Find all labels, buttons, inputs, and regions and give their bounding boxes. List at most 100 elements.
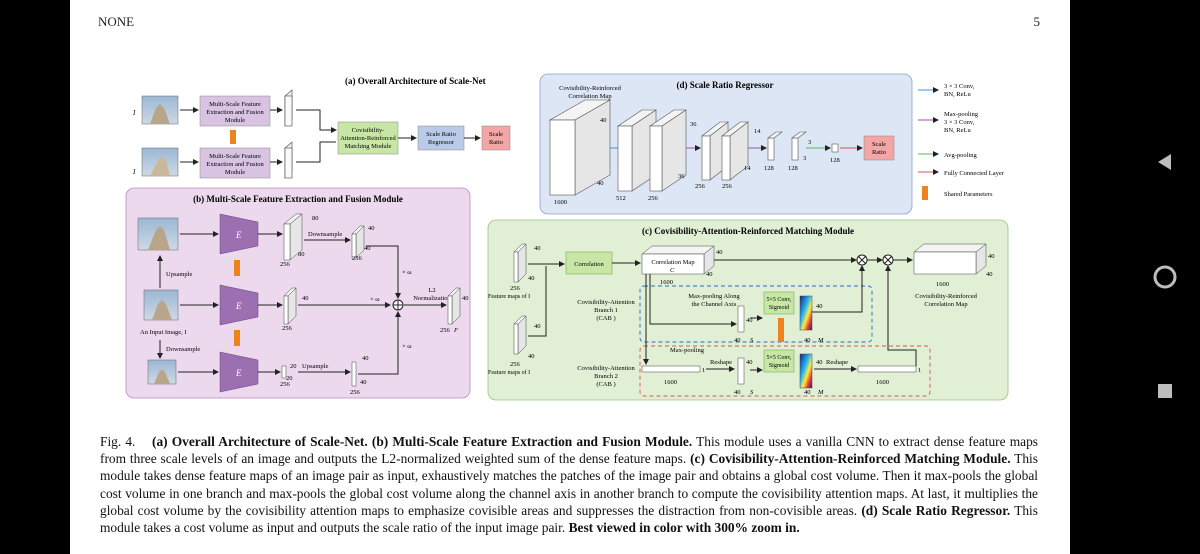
back-icon [1158, 154, 1171, 170]
svg-text:5×5 Conv,: 5×5 Conv, [767, 297, 792, 303]
svg-text:40: 40 [364, 245, 371, 252]
svg-text:40: 40 [368, 225, 375, 232]
panel-b-title: (b) Multi-Scale Feature Extraction and F… [193, 194, 403, 204]
svg-text:Attention-Reinforced: Attention-Reinforced [340, 135, 396, 142]
svg-text:Ratio: Ratio [489, 139, 503, 146]
svg-text:Multi-Scale Feature: Multi-Scale Feature [209, 153, 261, 160]
svg-text:Feature maps of I: Feature maps of I [488, 369, 530, 376]
svg-text:S: S [750, 389, 754, 396]
svg-text:Scale: Scale [489, 131, 503, 138]
panel-c-title: (c) Covisibility-Attention-Reinforced Ma… [642, 226, 854, 236]
svg-text:14: 14 [754, 128, 761, 135]
svg-text:L2: L2 [428, 287, 435, 294]
svg-text:20: 20 [290, 363, 297, 370]
svg-text:Extraction and Fusion: Extraction and Fusion [206, 109, 264, 116]
svg-text:40: 40 [746, 317, 753, 324]
back-button[interactable] [1130, 150, 1200, 174]
svg-text:Covisibility-Attention: Covisibility-Attention [577, 365, 635, 372]
svg-text:40: 40 [462, 295, 469, 302]
svg-text:Covisibility-Reinforced: Covisibility-Reinforced [559, 85, 621, 92]
svg-text:An Input Image, I: An Input Image, I [140, 329, 187, 336]
svg-text:1600: 1600 [876, 379, 889, 386]
svg-text:Regressor: Regressor [428, 139, 455, 146]
svg-text:3: 3 [808, 139, 811, 146]
svg-text:256: 256 [695, 183, 706, 190]
svg-text:Covisibility-Reinforced: Covisibility-Reinforced [915, 293, 977, 300]
svg-text:1600: 1600 [554, 199, 567, 206]
svg-text:Avg-pooling: Avg-pooling [944, 152, 977, 159]
svg-text:Max-pooling Along: Max-pooling Along [688, 293, 740, 300]
svg-text:40: 40 [302, 295, 309, 302]
svg-text:Branch 2: Branch 2 [594, 373, 618, 380]
svg-text:Max-pooling: Max-pooling [944, 111, 979, 118]
android-nav-bar [1130, 0, 1200, 554]
svg-text:14: 14 [744, 165, 751, 172]
svg-text:40: 40 [746, 359, 753, 366]
svg-text:(CAB ): (CAB ) [596, 315, 615, 322]
svg-text:1: 1 [702, 367, 705, 374]
svg-text:Covisibility-Attention: Covisibility-Attention [577, 299, 635, 306]
svg-text:128: 128 [788, 165, 798, 172]
svg-text:Correlation: Correlation [574, 261, 604, 268]
svg-text:40: 40 [528, 353, 535, 360]
svg-text:40: 40 [597, 180, 604, 187]
svg-text:1600: 1600 [660, 279, 673, 286]
svg-text:Feature maps of I: Feature maps of I [488, 293, 530, 300]
panel-d-title: (d) Scale Ratio Regressor [676, 80, 773, 90]
svg-text:Upsample: Upsample [166, 271, 192, 278]
svg-text:Upsample: Upsample [302, 363, 328, 370]
svg-text:40: 40 [600, 117, 607, 124]
svg-text:the Channel Axis: the Channel Axis [692, 301, 737, 308]
svg-text:256: 256 [280, 261, 291, 268]
cab2-box [639, 345, 931, 397]
carm-box [337, 121, 399, 155]
svg-text:40: 40 [804, 337, 811, 344]
panel-d: (d) Scale Ratio Regressor Covisibility-R… [539, 73, 913, 215]
svg-text:Correlation Map: Correlation Map [568, 93, 611, 100]
svg-text:Scale Ratio: Scale Ratio [426, 131, 456, 138]
svg-text:256: 256 [510, 285, 521, 292]
svg-text:F: F [453, 327, 459, 334]
svg-text:Module: Module [225, 169, 245, 176]
svg-text:BN, ReLu: BN, ReLu [944, 91, 971, 98]
svg-text:E: E [235, 301, 242, 311]
svg-text:× ω: × ω [370, 296, 380, 303]
svg-text:Sigmoid: Sigmoid [769, 363, 789, 369]
recents-button[interactable] [1130, 380, 1200, 402]
svg-text:BN, ReLu: BN, ReLu [944, 127, 971, 134]
svg-text:256: 256 [510, 361, 521, 368]
svg-text:256: 256 [352, 255, 363, 262]
svg-text:Max-pooling: Max-pooling [670, 347, 705, 354]
svg-text:36: 36 [678, 173, 685, 180]
msfe-box-2 [199, 147, 271, 179]
home-button[interactable] [1130, 264, 1200, 290]
svg-text:1600: 1600 [664, 379, 677, 386]
svg-text:Reshape: Reshape [710, 359, 732, 366]
svg-text:40: 40 [706, 271, 713, 278]
svg-text:× ω: × ω [402, 343, 412, 350]
svg-text:36: 36 [690, 121, 697, 128]
svg-text:Shared Parameters: Shared Parameters [944, 191, 993, 198]
svg-text:128: 128 [764, 165, 774, 172]
svg-text:3 × 3 Conv,: 3 × 3 Conv, [944, 83, 975, 90]
svg-text:Scale: Scale [872, 141, 886, 148]
svg-text:256: 256 [350, 389, 361, 396]
svg-text:40: 40 [716, 249, 723, 256]
svg-text:C: C [670, 267, 675, 274]
svg-text:Sigmoid: Sigmoid [769, 305, 789, 311]
panel-a: (a) Overall Architecture of Scale-Net I … [132, 76, 511, 179]
svg-text:S: S [750, 337, 754, 344]
svg-text:Multi-Scale Feature: Multi-Scale Feature [209, 101, 261, 108]
legend: 3 × 3 Conv, BN, ReLu Max-pooling 3 × 3 C… [918, 83, 1005, 200]
svg-text:Downsample: Downsample [308, 231, 342, 238]
recents-icon [1158, 384, 1172, 398]
scale-ratio-box [481, 125, 511, 151]
svg-text:40: 40 [534, 245, 541, 252]
svg-text:256: 256 [440, 327, 451, 334]
img2-label: I [132, 168, 136, 176]
page-number: 5 [1033, 14, 1041, 29]
shared-param-arrow [230, 130, 236, 144]
svg-text:5×5 Conv,: 5×5 Conv, [767, 355, 792, 361]
svg-text:1: 1 [918, 367, 921, 374]
svg-text:256: 256 [648, 195, 659, 202]
